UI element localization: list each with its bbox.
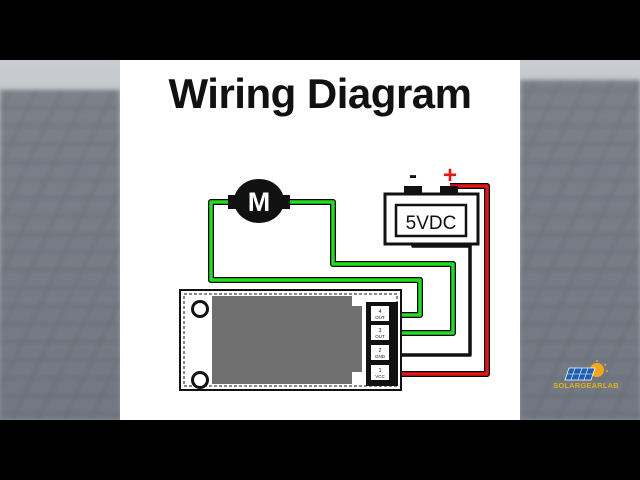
motor-wire-group <box>208 199 456 336</box>
motor-wire-left-fill <box>209 200 422 317</box>
letterbox-bottom <box>0 420 640 480</box>
letterbox-top <box>0 0 640 60</box>
page-title: Wiring Diagram <box>168 70 473 117</box>
driver-board: 4 OUT 3 OUT 2 GND 1 VCC <box>179 289 402 391</box>
pin-slot-2 <box>371 345 389 360</box>
battery-label: 5VDC <box>406 213 457 234</box>
mounting-hole-top-inner <box>194 303 206 315</box>
positive-wire <box>398 184 489 376</box>
motor-body <box>234 179 284 223</box>
battery-neg-terminal <box>404 186 422 195</box>
battery-pos-label: + <box>443 162 457 189</box>
battery-neg-label: - <box>409 162 417 189</box>
pin-name: VCC <box>375 374 385 379</box>
battery: 5VDC - + <box>383 162 480 246</box>
pin-number: 3 <box>379 328 382 334</box>
pin-name: OUT <box>375 315 385 320</box>
battery-label-box <box>394 203 468 238</box>
pin-slot-1 <box>371 365 389 380</box>
solar-panel-logo-icon <box>564 360 608 381</box>
pin-number: 4 <box>379 309 382 315</box>
board-body <box>212 296 362 384</box>
mounting-hole-bottom-inner <box>194 374 206 386</box>
battery-pos-terminal <box>440 186 458 195</box>
pin-slot-4 <box>371 306 389 321</box>
pin-name: GND <box>375 354 386 359</box>
pin-name: OUT <box>375 334 385 339</box>
motor-shaft-left <box>228 195 238 209</box>
motor-shaft-right <box>280 195 290 209</box>
board-edge-inner <box>183 293 398 387</box>
pin-number: 2 <box>379 348 382 354</box>
pin-number: 1 <box>379 368 382 374</box>
logo-text: SOLARGEARLAB <box>553 381 619 390</box>
motor-wire-right-fill <box>282 200 455 335</box>
motor-label: M <box>248 187 271 217</box>
pin-slot-3 <box>371 325 389 340</box>
motor: M <box>228 179 290 223</box>
